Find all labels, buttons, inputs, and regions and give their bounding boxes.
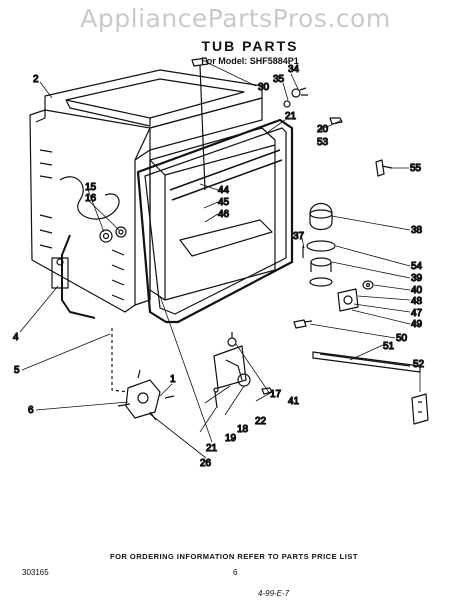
bearing-38 — [309, 202, 333, 231]
watermark: AppliancePartsPros.com — [80, 4, 391, 33]
callout-34: 34 — [288, 64, 300, 75]
callout-20: 20 — [317, 124, 329, 135]
fastener-15-16 — [99, 226, 127, 243]
tub-top-opening — [65, 78, 245, 119]
callout-15: 15 — [85, 182, 97, 193]
callout-38: 38 — [411, 225, 423, 236]
callout-21: 21 — [285, 111, 297, 122]
model-line: For Model: SHF5884P1 — [201, 56, 299, 66]
tub-top — [44, 69, 263, 129]
tub-left-side — [29, 109, 151, 313]
callout-1: 1 — [170, 374, 176, 385]
door-gasket — [136, 118, 294, 324]
callout-39: 39 — [411, 273, 423, 284]
callout-44: 44 — [218, 185, 230, 196]
callout-53: 53 — [317, 137, 329, 148]
callout-5: 5 — [14, 365, 20, 376]
callout-30: 30 — [258, 82, 270, 93]
callout-46: 46 — [218, 209, 230, 220]
wire-harness — [59, 176, 120, 220]
callout-22: 22 — [255, 416, 267, 427]
callout-49: 49 — [411, 319, 423, 330]
callout-47: 47 — [411, 308, 423, 319]
spray-hub — [302, 240, 336, 287]
callout-26: 26 — [200, 458, 212, 469]
callout-21-lower: 21 — [206, 443, 218, 454]
callout-52: 52 — [413, 359, 425, 370]
callout-37: 37 — [293, 231, 305, 242]
valve-assembly — [117, 369, 175, 421]
callout-41: 41 — [288, 396, 300, 407]
callout-45: 45 — [218, 197, 230, 208]
callout-48: 48 — [411, 296, 423, 307]
clip-30 — [191, 57, 209, 67]
tub-front — [149, 97, 263, 151]
callout-35: 35 — [273, 74, 285, 85]
screw-50 — [293, 319, 313, 329]
page-title: TUB PARTS — [201, 38, 299, 54]
handwritten-note: 4-99-E-7 — [258, 589, 290, 598]
callout-2: 2 — [33, 74, 39, 85]
callout-40: 40 — [411, 285, 423, 296]
screw-20 — [329, 117, 343, 125]
callout-16: 16 — [85, 193, 97, 204]
callout-17: 17 — [270, 389, 282, 400]
pump-parts — [337, 280, 374, 312]
screw-34-35 — [283, 87, 308, 108]
page-number: 6 — [233, 568, 238, 577]
callout-50: 50 — [396, 333, 408, 344]
hose-assembly — [61, 234, 96, 319]
clip-55 — [375, 159, 393, 177]
callout-54: 54 — [411, 261, 423, 272]
document-number: 303165 — [22, 568, 49, 577]
callout-51: 51 — [383, 341, 395, 352]
ordering-info-text: FOR ORDERING INFORMATION REFER TO PARTS … — [110, 552, 358, 561]
callout-4: 4 — [13, 332, 19, 343]
callout-labels: 2 30 34 35 21 20 53 55 15 16 44 45 46 38… — [12, 63, 425, 469]
leader-lines — [19, 61, 421, 459]
callout-19: 19 — [225, 433, 237, 444]
callout-55: 55 — [410, 163, 422, 174]
callout-6: 6 — [28, 405, 34, 416]
bracket-52 — [411, 393, 429, 425]
callout-18: 18 — [237, 424, 249, 435]
gasket-strip — [169, 149, 283, 201]
tub-inner — [149, 127, 276, 301]
side-vents — [39, 149, 125, 301]
